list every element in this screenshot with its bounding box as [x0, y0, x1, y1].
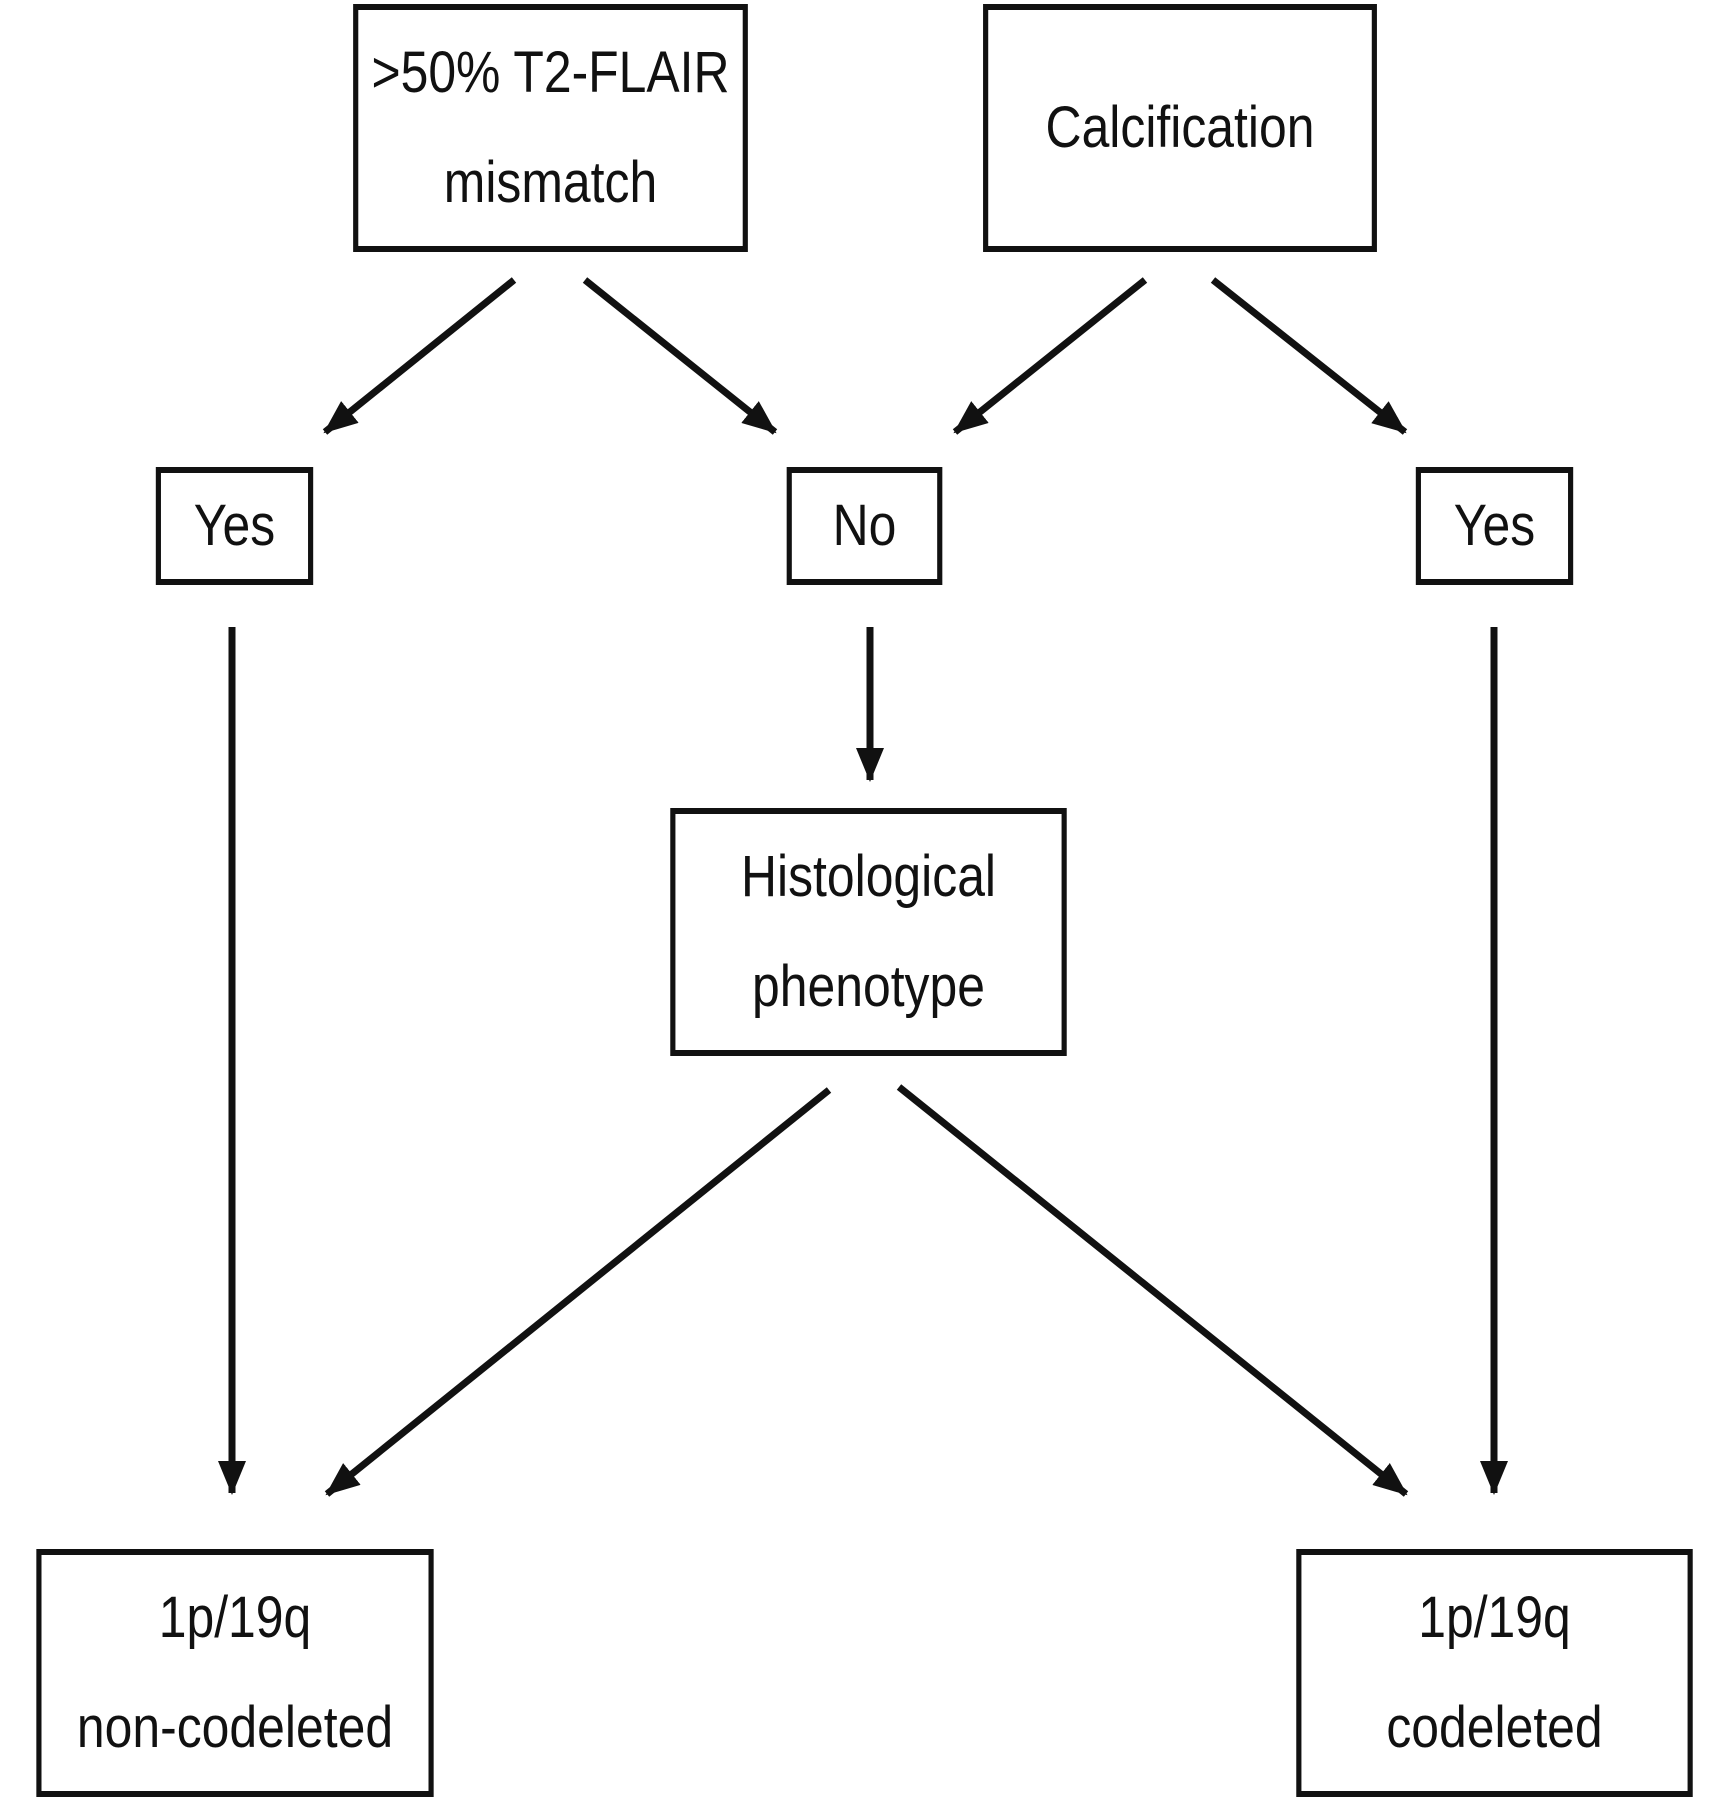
node-non-codeleted: 1p/19q non-codeleted — [36, 1549, 434, 1797]
node-codeleted-line2: codeleted — [1386, 1695, 1603, 1760]
arrow-histological-to-non-codeleted — [324, 1087, 832, 1497]
node-codeleted-line1: 1p/19q — [1418, 1585, 1571, 1650]
node-histological-phenotype-line1: Histological — [740, 844, 997, 909]
arrow-mismatch-to-yes — [322, 277, 517, 435]
arrow-histological-to-codeleted — [896, 1084, 1409, 1497]
node-yes-right-label: Yes — [1453, 493, 1536, 558]
arrow-mismatch-to-no — [582, 277, 778, 435]
arrow-calcification-to-no — [952, 277, 1148, 435]
node-codeleted: 1p/19q codeleted — [1296, 1549, 1693, 1797]
node-calcification: Calcification — [983, 4, 1377, 252]
node-non-codeleted-line2: non-codeleted — [76, 1695, 394, 1760]
node-t2-flair-mismatch: >50% T2-FLAIR mismatch — [353, 4, 748, 252]
node-calcification-label: Calcification — [1045, 95, 1315, 160]
node-yes-left: Yes — [155, 467, 314, 585]
node-histological-phenotype-line2: phenotype — [751, 954, 985, 1019]
arrow-calcification-to-yes — [1210, 277, 1408, 435]
node-yes-right: Yes — [1415, 467, 1574, 585]
node-no-label: No — [832, 493, 897, 558]
node-histological-phenotype: Histological phenotype — [670, 808, 1067, 1056]
node-yes-left-label: Yes — [193, 493, 276, 558]
node-t2-flair-mismatch-line1: >50% T2-FLAIR — [371, 40, 730, 105]
node-no: No — [786, 467, 943, 585]
node-t2-flair-mismatch-line2: mismatch — [443, 150, 658, 215]
node-non-codeleted-line1: 1p/19q — [158, 1585, 312, 1650]
